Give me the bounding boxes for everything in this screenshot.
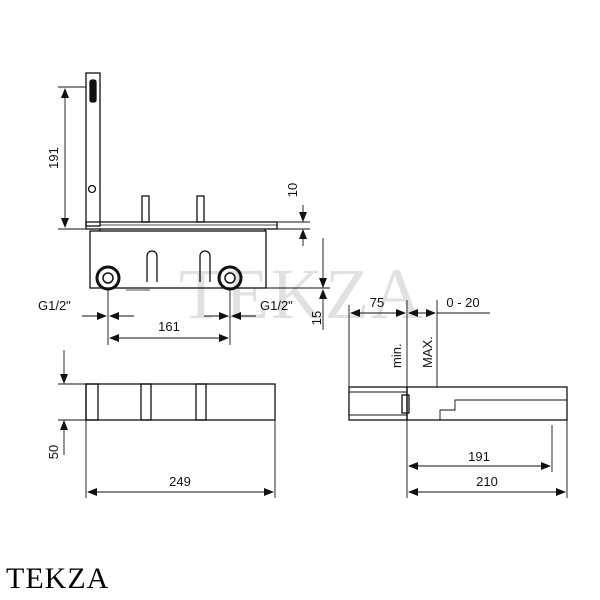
front-post <box>85 72 101 227</box>
dim-spacing: 161 <box>158 319 180 334</box>
dim-front-top: 10 <box>285 183 300 197</box>
dim-front-height: 191 <box>46 147 61 169</box>
brand-logo-text: TEKZA <box>6 562 110 595</box>
dim-plan-width: 249 <box>169 474 191 489</box>
front-body <box>89 230 267 289</box>
watermark-text: TEKZA <box>179 254 425 334</box>
side-clip <box>401 394 410 414</box>
dim-thread-left: G1/2" <box>38 298 71 313</box>
side-module <box>348 386 408 421</box>
side-body <box>406 386 568 421</box>
dim-thread-right: G1/2" <box>260 298 293 313</box>
dim-side-adjust: 0 - 20 <box>446 295 479 310</box>
front-outlet-left-inner <box>102 272 114 284</box>
side-view <box>348 386 568 421</box>
front-top-plate <box>85 221 278 230</box>
dim-side-total: 210 <box>476 474 498 489</box>
dim-plan-height: 50 <box>46 445 61 459</box>
side-step <box>407 399 567 421</box>
front-view <box>85 72 278 291</box>
front-outlet-right-inner <box>224 272 236 284</box>
dim-front-offset: 15 <box>309 311 324 325</box>
plan-post <box>85 383 99 421</box>
front-outlet-right-outer <box>217 265 243 291</box>
label-max: MAX. <box>420 336 435 368</box>
front-slot-left <box>146 250 158 282</box>
plan-view <box>85 383 276 421</box>
plan-body <box>85 383 276 421</box>
front-post-screw <box>87 184 97 194</box>
plan-stub-left <box>140 383 152 421</box>
dim-side-min: 75 <box>370 295 384 310</box>
front-outlet-left-outer <box>95 265 121 291</box>
label-min: min. <box>389 343 404 368</box>
front-stub-right <box>196 195 205 223</box>
front-post-slot <box>89 79 97 103</box>
dim-side-inner: 191 <box>468 449 490 464</box>
plan-stub-right <box>195 383 207 421</box>
front-slot-right <box>199 250 211 282</box>
front-stub-left <box>141 195 150 223</box>
